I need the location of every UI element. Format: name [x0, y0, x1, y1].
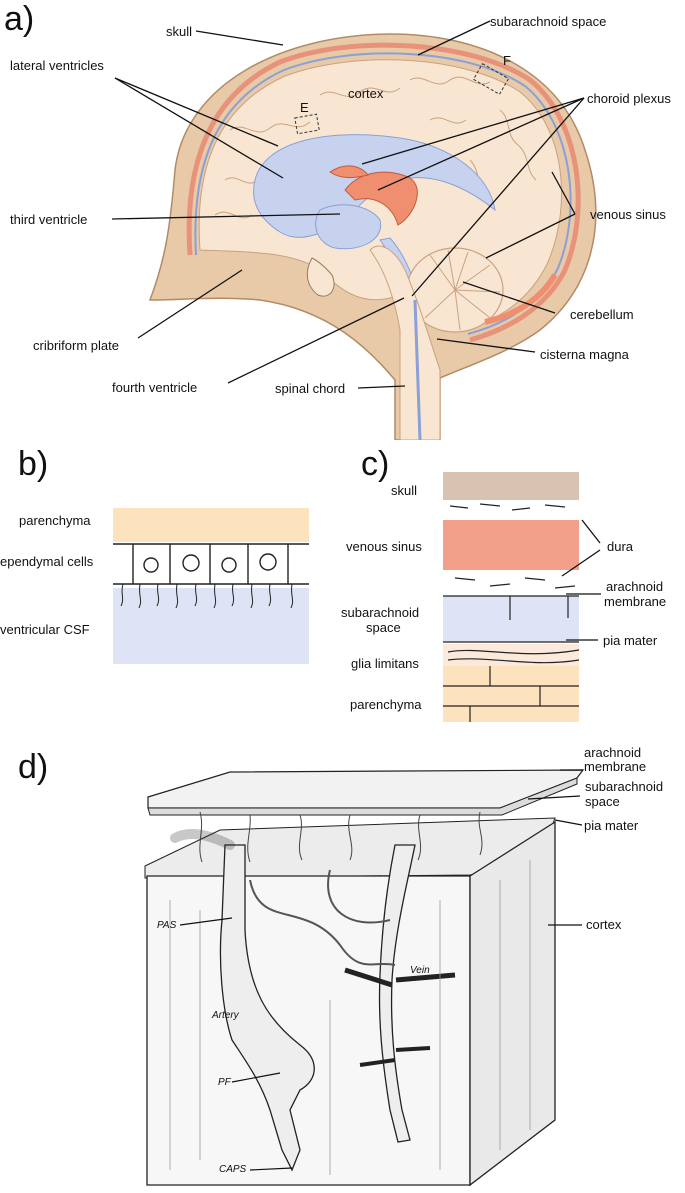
label-third-ventricle: third ventricle — [10, 212, 88, 227]
label-box-f: F — [503, 53, 511, 68]
label-box-e: E — [300, 100, 309, 115]
label-skull-c: skull — [391, 483, 418, 498]
label-parenchyma-b: parenchyma — [19, 513, 91, 528]
panel-d-letter: d) — [18, 748, 49, 786]
label-lateral-ventricles: lateral ventricles — [10, 58, 104, 73]
label-cisterna-magna: cisterna magna — [540, 347, 629, 362]
venous-sinus-band-c — [443, 520, 579, 570]
label-caps: CAPS — [219, 1164, 247, 1175]
label-pia-mater-c: pia mater — [603, 633, 658, 648]
vein-shape — [378, 844, 416, 1143]
subarachnoid-band-c — [443, 596, 579, 642]
cortex-front-face — [146, 875, 471, 1186]
pia-surface — [144, 817, 556, 879]
label-choroid-plexus: choroid plexus — [587, 91, 671, 106]
label-pia-mater-d: pia mater — [584, 818, 639, 833]
label-cribriform-plate: cribriform plate — [33, 338, 119, 353]
dura-top — [443, 500, 579, 518]
label-subarachnoid-space-d-1: subarachnoid — [585, 779, 664, 794]
label-ventricular-csf: ventricular CSF — [0, 622, 90, 637]
label-cerebellum: cerebellum — [570, 307, 634, 322]
label-pf: PF — [218, 1077, 231, 1088]
panel-c-letter: c) — [361, 445, 390, 483]
ependymal-layer — [113, 542, 309, 588]
label-arachnoid-membrane-c-2: membrane — [604, 594, 667, 609]
brainstem-shape — [369, 245, 441, 440]
label-venous-sinus-a: venous sinus — [590, 207, 666, 222]
label-arachnoid-membrane-c-1: arachnoid — [606, 579, 664, 594]
label-cortex-a: cortex — [348, 86, 384, 101]
label-subarachnoid-space-c-2: space — [366, 620, 401, 635]
venous-sinus-shape — [484, 273, 558, 325]
artery-shape — [219, 844, 315, 1172]
skull-band-c — [443, 472, 579, 500]
box-e — [294, 113, 320, 135]
label-ependymal-cells: ependymal cells — [0, 554, 94, 569]
label-parenchyma-c: parenchyma — [350, 697, 422, 712]
label-vein: Vein — [410, 965, 430, 976]
box-f — [472, 63, 510, 95]
label-arachnoid-membrane-d-1: arachnoid — [584, 745, 642, 760]
label-skull-a: skull — [166, 24, 193, 39]
label-subarachnoid-space-a: subarachnoid space — [490, 14, 607, 29]
brain-sagittal-diagram — [111, 20, 597, 440]
parenchyma-band-c — [443, 666, 579, 722]
label-arachnoid-membrane-d-2: membrane — [584, 759, 647, 774]
label-venous-sinus-c: venous sinus — [346, 539, 422, 554]
dura-bottom — [443, 570, 579, 594]
label-artery: Artery — [212, 1010, 239, 1021]
third-ventricle-shape — [315, 204, 382, 250]
panel-b-letter: b) — [18, 445, 49, 483]
label-subarachnoid-space-c-1: subarachnoid — [341, 605, 420, 620]
label-dura: dura — [607, 539, 634, 554]
glia-limitans-band — [443, 644, 579, 666]
cortex-side-face — [469, 820, 556, 1187]
parenchyma-band-b — [113, 508, 309, 542]
subarachnoid-band — [186, 42, 581, 343]
csf-band-b — [113, 588, 309, 664]
label-cortex-d: cortex — [586, 917, 622, 932]
label-spinal-chord: spinal chord — [275, 381, 346, 396]
label-subarachnoid-space-d-2: space — [585, 794, 620, 809]
choroid-plexus-shape — [344, 171, 418, 226]
label-pas: PAS — [157, 920, 177, 931]
panel-a-letter: a) — [4, 0, 35, 38]
label-glia-limitans: glia limitans — [351, 656, 419, 671]
label-fourth-ventricle: fourth ventricle — [112, 380, 198, 395]
arachnoid-slab — [147, 769, 585, 809]
